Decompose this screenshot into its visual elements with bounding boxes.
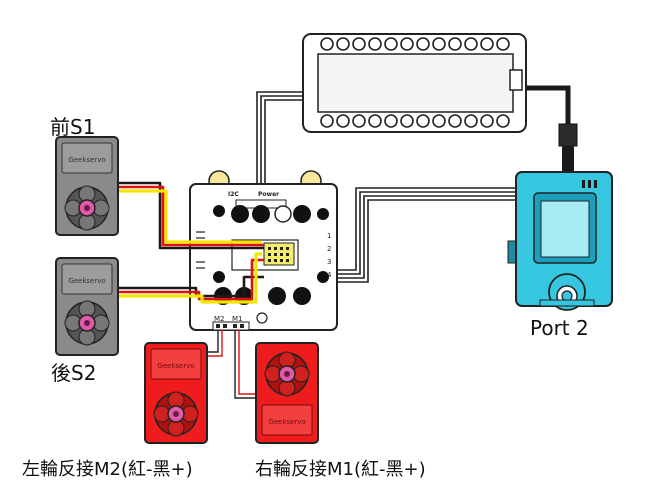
controller-port-label: Port 2 <box>530 316 589 340</box>
board-m2-label: M2 <box>214 315 225 323</box>
servo-s1-label: 前S1 <box>50 115 96 139</box>
controller-link-wires <box>337 187 516 283</box>
servo-s1-wire <box>117 181 264 250</box>
board-port-number: 4 <box>327 271 332 279</box>
board-port-number: 3 <box>327 258 331 266</box>
servo-s1: Geekservo <box>55 136 119 236</box>
board-m1-label: M1 <box>232 315 243 323</box>
servo-s2-brand: Geekservo <box>68 277 105 285</box>
motor-m2: Geekservo <box>144 342 208 444</box>
board-i2c-label: I2C <box>228 191 239 198</box>
board-power-label: Power <box>258 191 279 198</box>
servo-s2: Geekservo <box>55 257 119 356</box>
motor-m1-brand: Geekservo <box>268 418 305 426</box>
main-controller-board <box>189 170 338 331</box>
servo-s2-label: 後S2 <box>51 361 97 385</box>
motor-m2-brand: Geekservo <box>157 362 194 370</box>
controller-unit <box>507 171 613 311</box>
motor-m2-wire <box>205 330 223 357</box>
motor-m1-label: 右輪反接M1(紅-黑+) <box>255 459 426 480</box>
motor-m2-label: 左輪反接M2(紅-黑+) <box>22 459 193 480</box>
motor-m1: Geekservo <box>255 342 319 444</box>
motor-m1-wire <box>234 330 256 399</box>
servo-s2-wire <box>117 252 264 304</box>
led-strip-wires <box>256 91 303 186</box>
led-strip-module <box>302 33 527 133</box>
servo-s1-brand: Geekservo <box>68 156 105 164</box>
board-port-number: 2 <box>327 245 331 253</box>
board-port-number: 1 <box>327 232 331 240</box>
usb-cable <box>526 85 578 176</box>
